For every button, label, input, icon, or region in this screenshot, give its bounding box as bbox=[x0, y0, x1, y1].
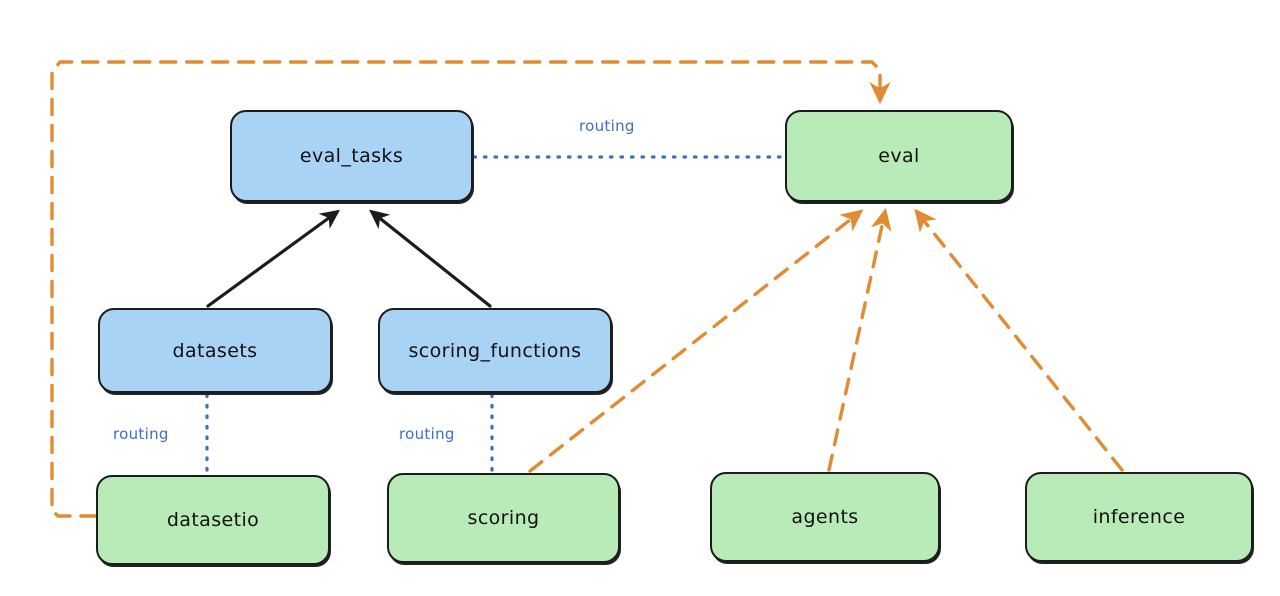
edge-datasets-eval-tasks bbox=[206, 209, 341, 308]
node-label: datasets bbox=[172, 339, 258, 362]
node-datasetio[interactable]: datasetio bbox=[96, 475, 330, 565]
node-inference[interactable]: inference bbox=[1025, 472, 1253, 562]
edge-label-routing-datasets: routing bbox=[113, 425, 169, 443]
node-label: datasetio bbox=[166, 509, 260, 531]
node-label: eval_tasks bbox=[299, 145, 404, 167]
node-eval-tasks[interactable]: eval_tasks bbox=[230, 110, 473, 202]
node-scoring-functions[interactable]: scoring_functions bbox=[378, 308, 612, 393]
edge-datasetio-eval bbox=[50, 60, 891, 518]
edge-label-routing-eval: routing bbox=[579, 117, 635, 135]
node-label: scoring_functions bbox=[408, 339, 582, 362]
node-scoring[interactable]: scoring bbox=[387, 473, 620, 563]
edge-inference-eval bbox=[914, 208, 1124, 472]
node-datasets[interactable]: datasets bbox=[98, 308, 332, 393]
node-label: agents bbox=[791, 506, 859, 528]
edge-label-routing-scoring-functions: routing bbox=[399, 425, 455, 443]
node-label: eval bbox=[878, 145, 920, 167]
edge-scoring-eval bbox=[528, 209, 864, 473]
edge-agents-eval bbox=[827, 207, 892, 472]
node-label: inference bbox=[1092, 506, 1186, 528]
node-label: scoring bbox=[467, 507, 540, 529]
node-eval[interactable]: eval bbox=[785, 110, 1013, 202]
node-agents[interactable]: agents bbox=[710, 472, 940, 562]
edge-scoring-functions-eval-tasks bbox=[369, 209, 492, 308]
